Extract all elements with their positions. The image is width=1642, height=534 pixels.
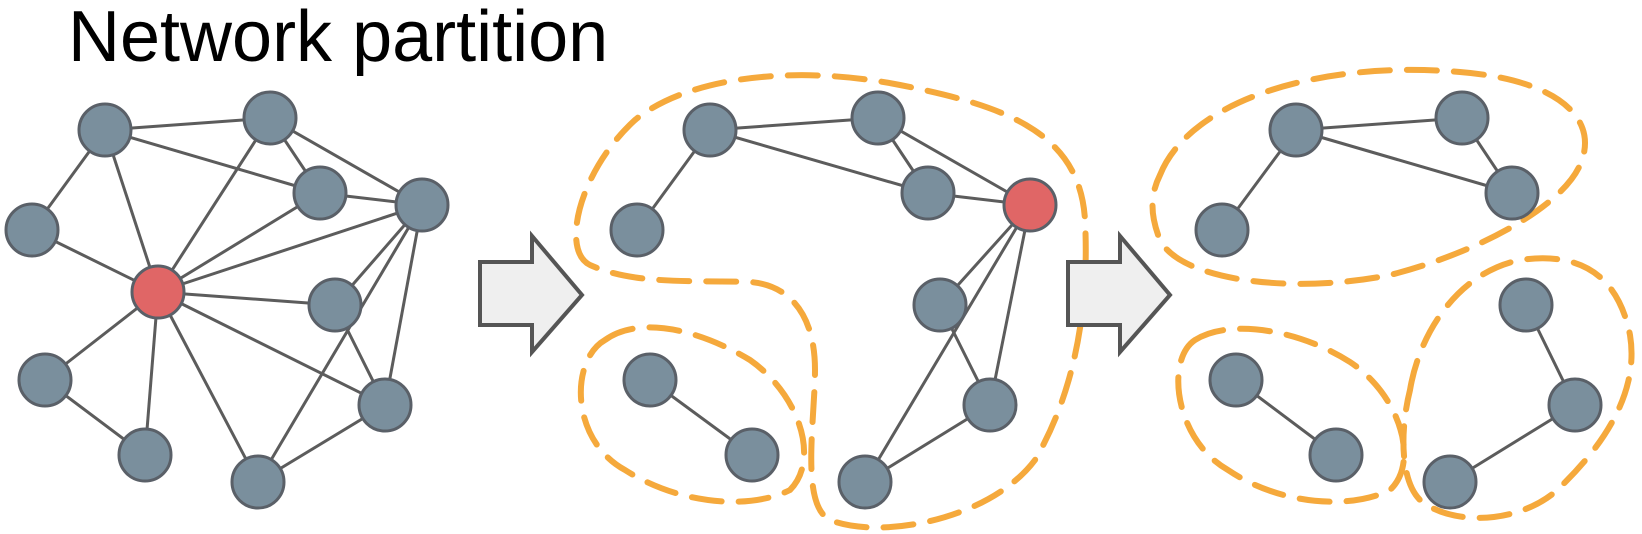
node [1484, 165, 1540, 221]
partition-group-outline [1400, 255, 1635, 521]
node [1194, 202, 1250, 258]
node [1422, 454, 1478, 510]
node [1498, 277, 1554, 333]
partition-group-outline [1149, 66, 1588, 287]
node [1268, 102, 1324, 158]
node [307, 277, 363, 333]
diagram-title: Network partition [68, 0, 609, 77]
nodes-step-2 [1194, 90, 1603, 510]
node [1547, 377, 1603, 433]
right-arrow-icon [478, 230, 585, 358]
node [1434, 90, 1490, 146]
node [17, 352, 73, 408]
node [357, 377, 413, 433]
panel-partition-step-1 [573, 72, 1089, 531]
node [117, 427, 173, 483]
node [394, 177, 450, 233]
node [962, 377, 1018, 433]
hub-node [1002, 177, 1058, 233]
node [724, 427, 780, 483]
partition-group-outline [573, 72, 1089, 531]
panel-original-network [4, 90, 450, 510]
right-arrow-icon [1066, 230, 1173, 358]
node [242, 90, 298, 146]
node [900, 165, 956, 221]
hub-node [130, 264, 186, 320]
nodes-original [4, 90, 450, 510]
node [609, 202, 665, 258]
node [622, 352, 678, 408]
node [850, 90, 906, 146]
node [912, 277, 968, 333]
node [4, 202, 60, 258]
partition-group-outline [577, 324, 807, 505]
partition-group-outline [1175, 325, 1407, 505]
node [1308, 427, 1364, 483]
node [292, 165, 348, 221]
node [230, 454, 286, 510]
edges-original [30, 116, 424, 484]
nodes-step-1 [609, 90, 1058, 510]
panel-partition-step-2 [1149, 66, 1635, 521]
node [1208, 352, 1264, 408]
node [837, 454, 893, 510]
edges-step-1 [635, 116, 1032, 484]
node [77, 102, 133, 158]
node [682, 102, 738, 158]
